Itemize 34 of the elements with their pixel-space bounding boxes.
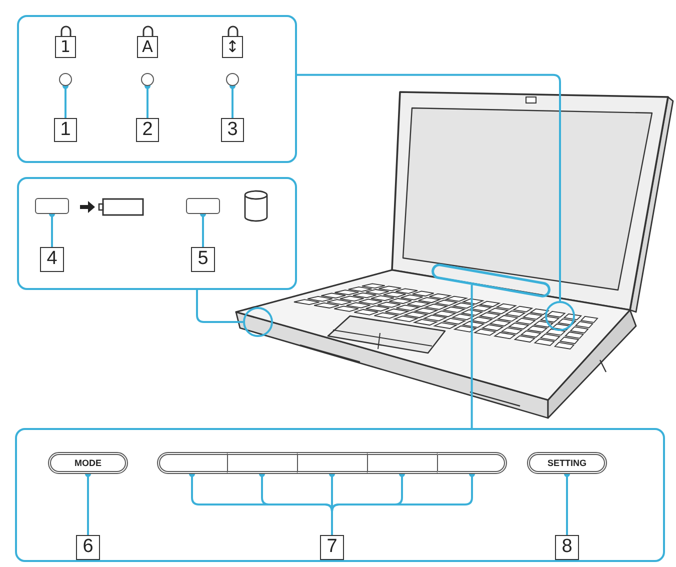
callout-number: 1	[54, 118, 77, 142]
leader-line	[144, 83, 150, 118]
callout-panel	[15, 428, 665, 562]
touch-button	[227, 452, 297, 474]
indicator-light	[226, 73, 239, 86]
indicator-light	[35, 198, 69, 214]
indicator-light	[141, 73, 154, 86]
indicator-light	[59, 73, 72, 86]
touch-button	[367, 452, 437, 474]
indicator-light	[186, 198, 220, 214]
leader-line	[196, 290, 243, 323]
leader-line	[564, 471, 570, 535]
highlight-ring	[545, 301, 575, 331]
callout-panel	[17, 177, 297, 290]
highlight-ring	[243, 307, 273, 337]
callout-number: 7	[320, 535, 344, 560]
leader-line	[49, 211, 55, 247]
leader-line	[62, 83, 68, 118]
callout-number: 3	[221, 118, 244, 142]
callout-number: 8	[555, 535, 579, 560]
callout-number: 4	[40, 247, 64, 272]
callout-panel	[17, 15, 297, 163]
callout-number: 5	[191, 247, 215, 272]
touch-button	[157, 452, 227, 474]
mode-button: MODE	[48, 452, 128, 474]
setting-button: SETTING	[527, 452, 607, 474]
leader-line	[85, 471, 91, 535]
callout-number: 6	[76, 535, 100, 560]
leader-line	[230, 83, 236, 118]
touch-button	[437, 452, 507, 474]
leader-line	[297, 74, 561, 301]
callout-number: 2	[136, 118, 159, 142]
leader-line	[200, 211, 206, 247]
touch-button	[297, 452, 367, 474]
